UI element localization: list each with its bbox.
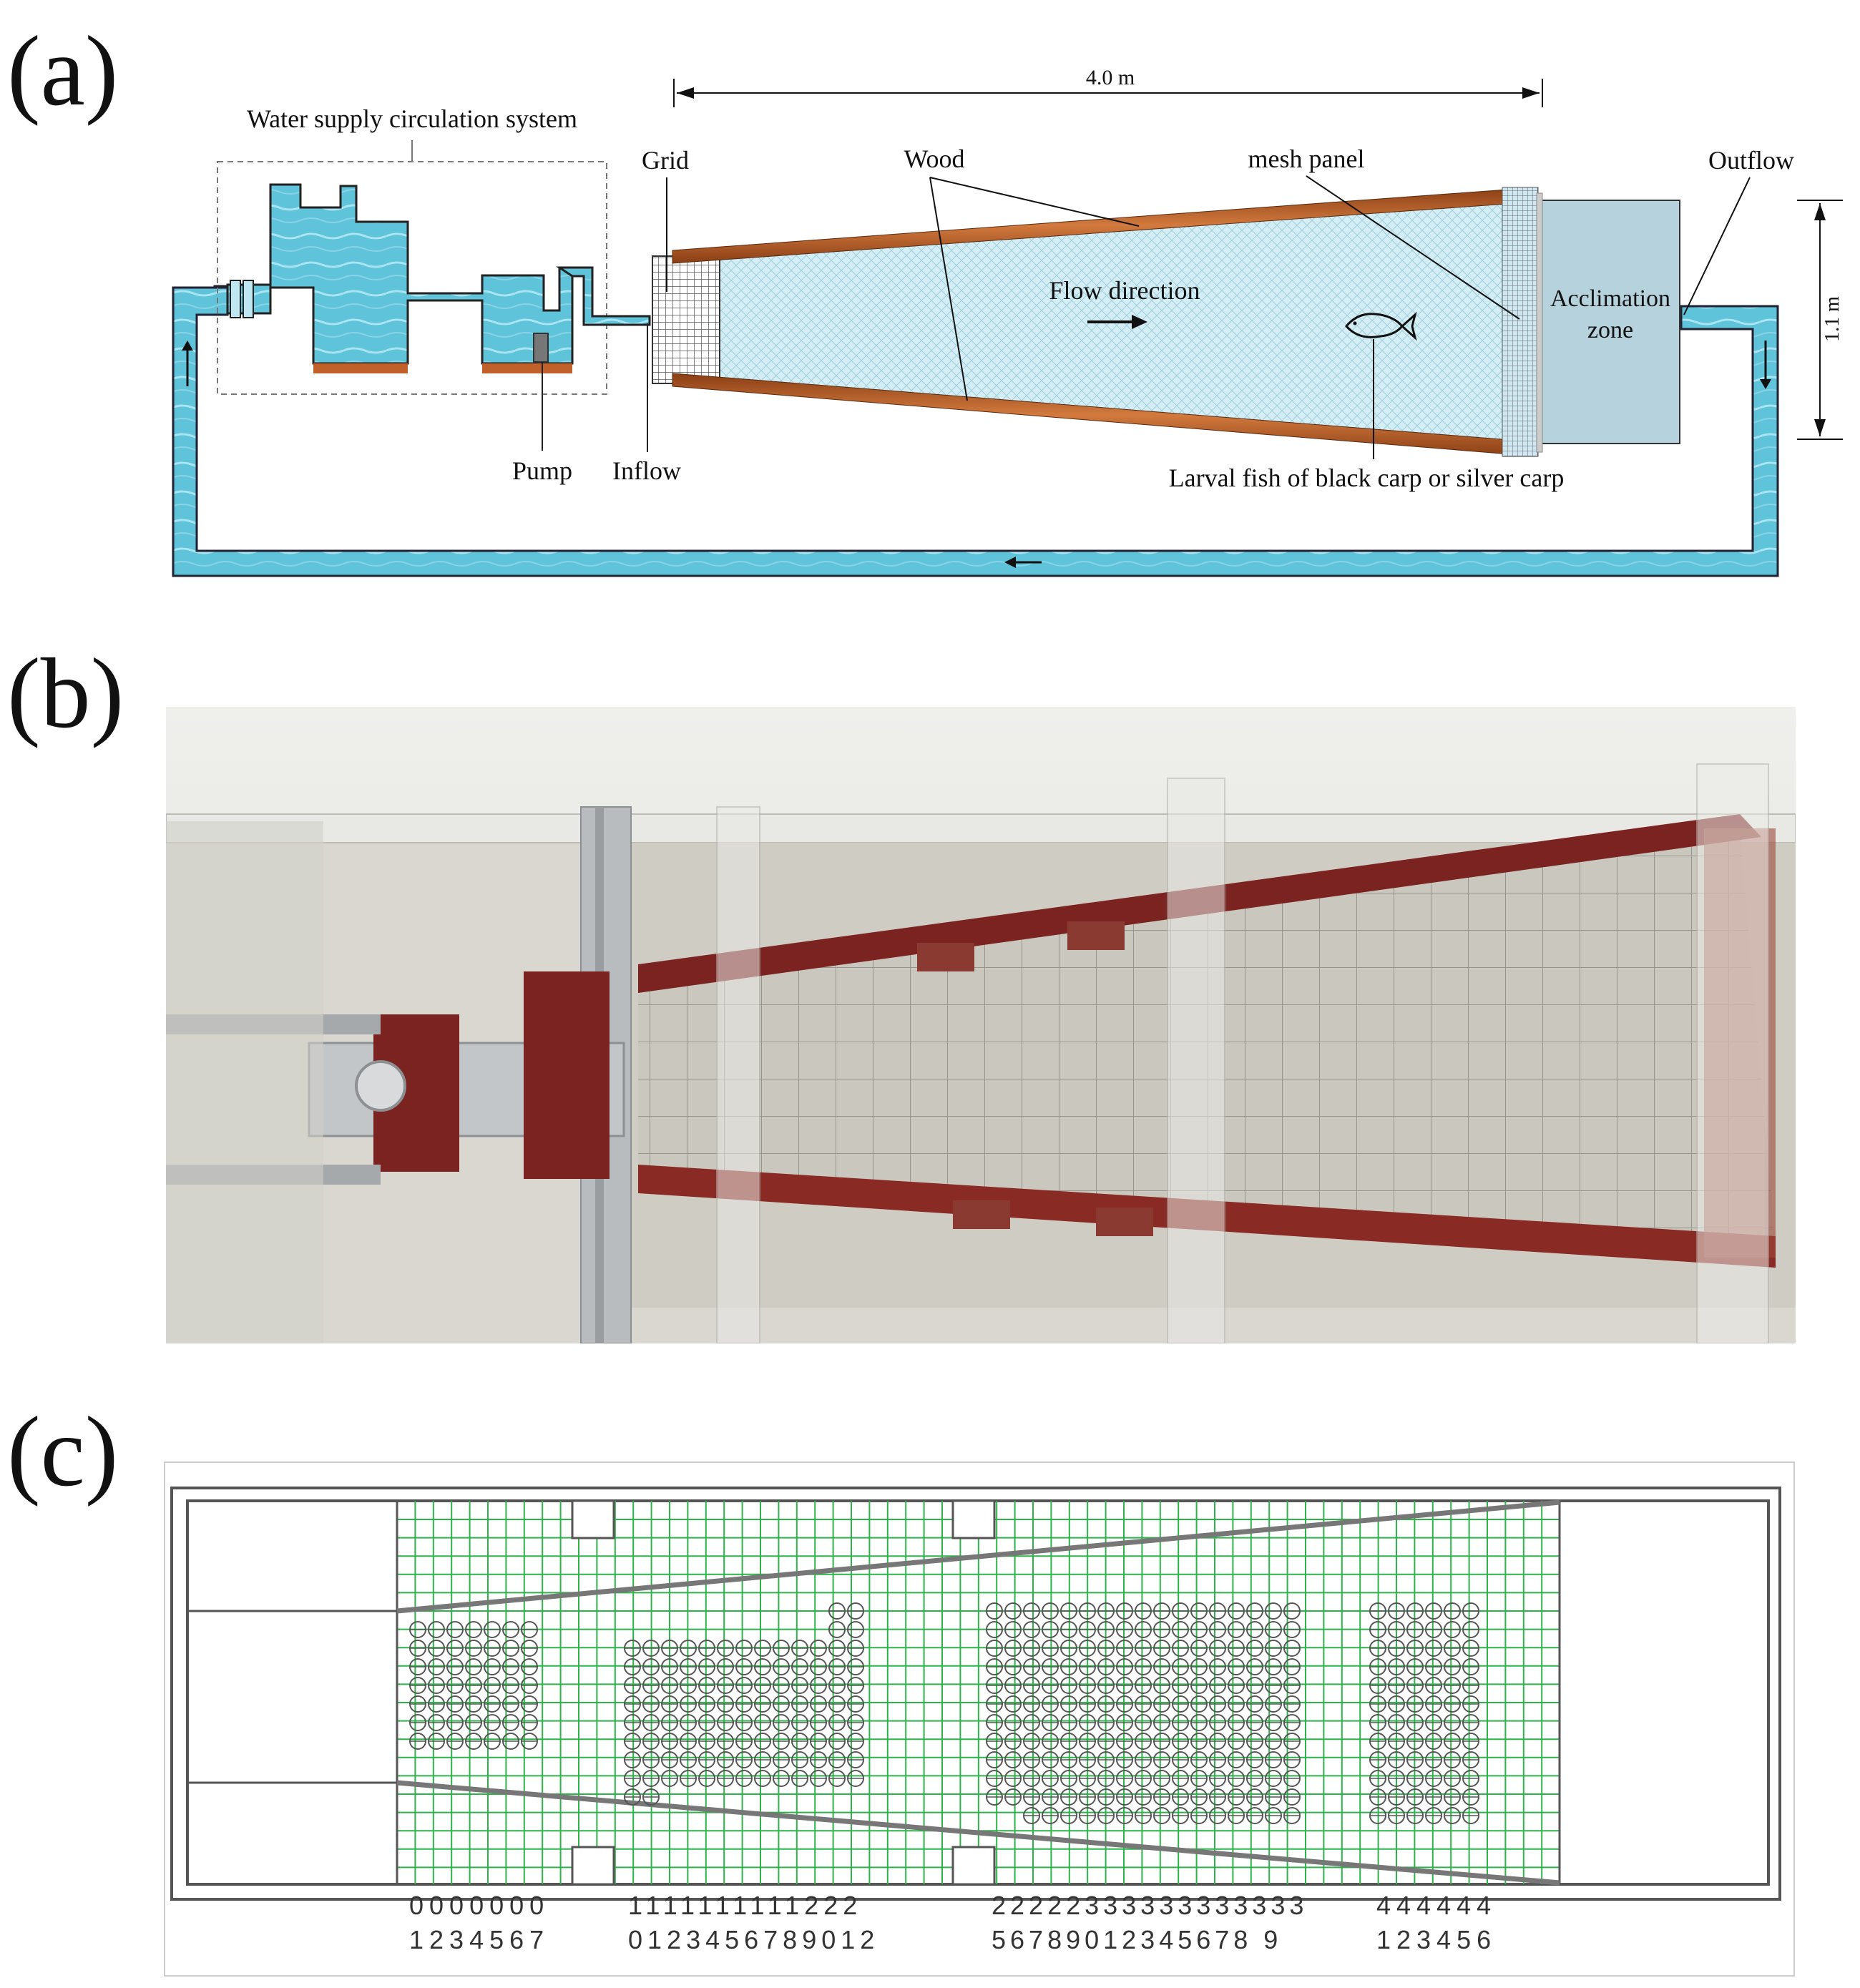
tank-outer-frame: [170, 1487, 1781, 1901]
acclimation-label-line2: zone: [1587, 317, 1633, 343]
length-dimension: 4.0 m: [1086, 66, 1135, 89]
section-4-bottom: 123456: [1376, 1925, 1497, 1954]
panel-label-b: (b): [7, 638, 124, 749]
section-1-bottom: 1234567: [409, 1925, 549, 1954]
panel-label-c: (c): [7, 1396, 119, 1507]
inflow-label: Inflow: [612, 456, 681, 485]
supply-tanks: [226, 183, 651, 373]
section-2-bottom: 0123456789012: [628, 1925, 879, 1954]
measurement-points: [409, 1602, 1479, 1824]
tapered-channel: [652, 187, 1680, 457]
mesh-panel-label: mesh panel: [1248, 145, 1365, 173]
section-3-bottom: 56789012345678 9: [992, 1925, 1282, 1954]
section-3-top: 22222333333333333: [992, 1891, 1308, 1920]
section-2-top: 1111111111222: [628, 1891, 862, 1920]
acclimation-zone: [1540, 200, 1680, 444]
larval-fish-label: Larval fish of black carp or silver carp: [1169, 464, 1565, 492]
width-dimension: 1.1 m: [1821, 296, 1844, 342]
channel-wall-bottom: [396, 1780, 1560, 1886]
wood-label: Wood: [904, 145, 964, 173]
grid-label: Grid: [642, 146, 689, 175]
return-loop: [172, 285, 1779, 577]
flow-direction-label: Flow direction: [1049, 276, 1200, 305]
section-1-top: 0000000: [409, 1891, 549, 1920]
pump-label: Pump: [512, 456, 572, 485]
flume-schematic: Water supply circulation system Pump Inf…: [172, 66, 1844, 577]
panel-label-a: (a): [7, 16, 119, 127]
inlet-grid: [652, 255, 720, 384]
channel-wall-top: [396, 1499, 1560, 1614]
mesh-panel: [1502, 187, 1539, 457]
fish-icon: [1345, 311, 1417, 341]
photo-illustration: [166, 707, 1796, 1343]
flume-photograph: [166, 707, 1796, 1343]
section-4-top: 444444: [1376, 1891, 1497, 1920]
water-supply-label: Water supply circulation system: [247, 104, 577, 133]
outflow-label: Outflow: [1708, 146, 1794, 175]
pump-icon: [533, 333, 549, 363]
acclimation-label-line1: Acclimation: [1550, 285, 1670, 312]
